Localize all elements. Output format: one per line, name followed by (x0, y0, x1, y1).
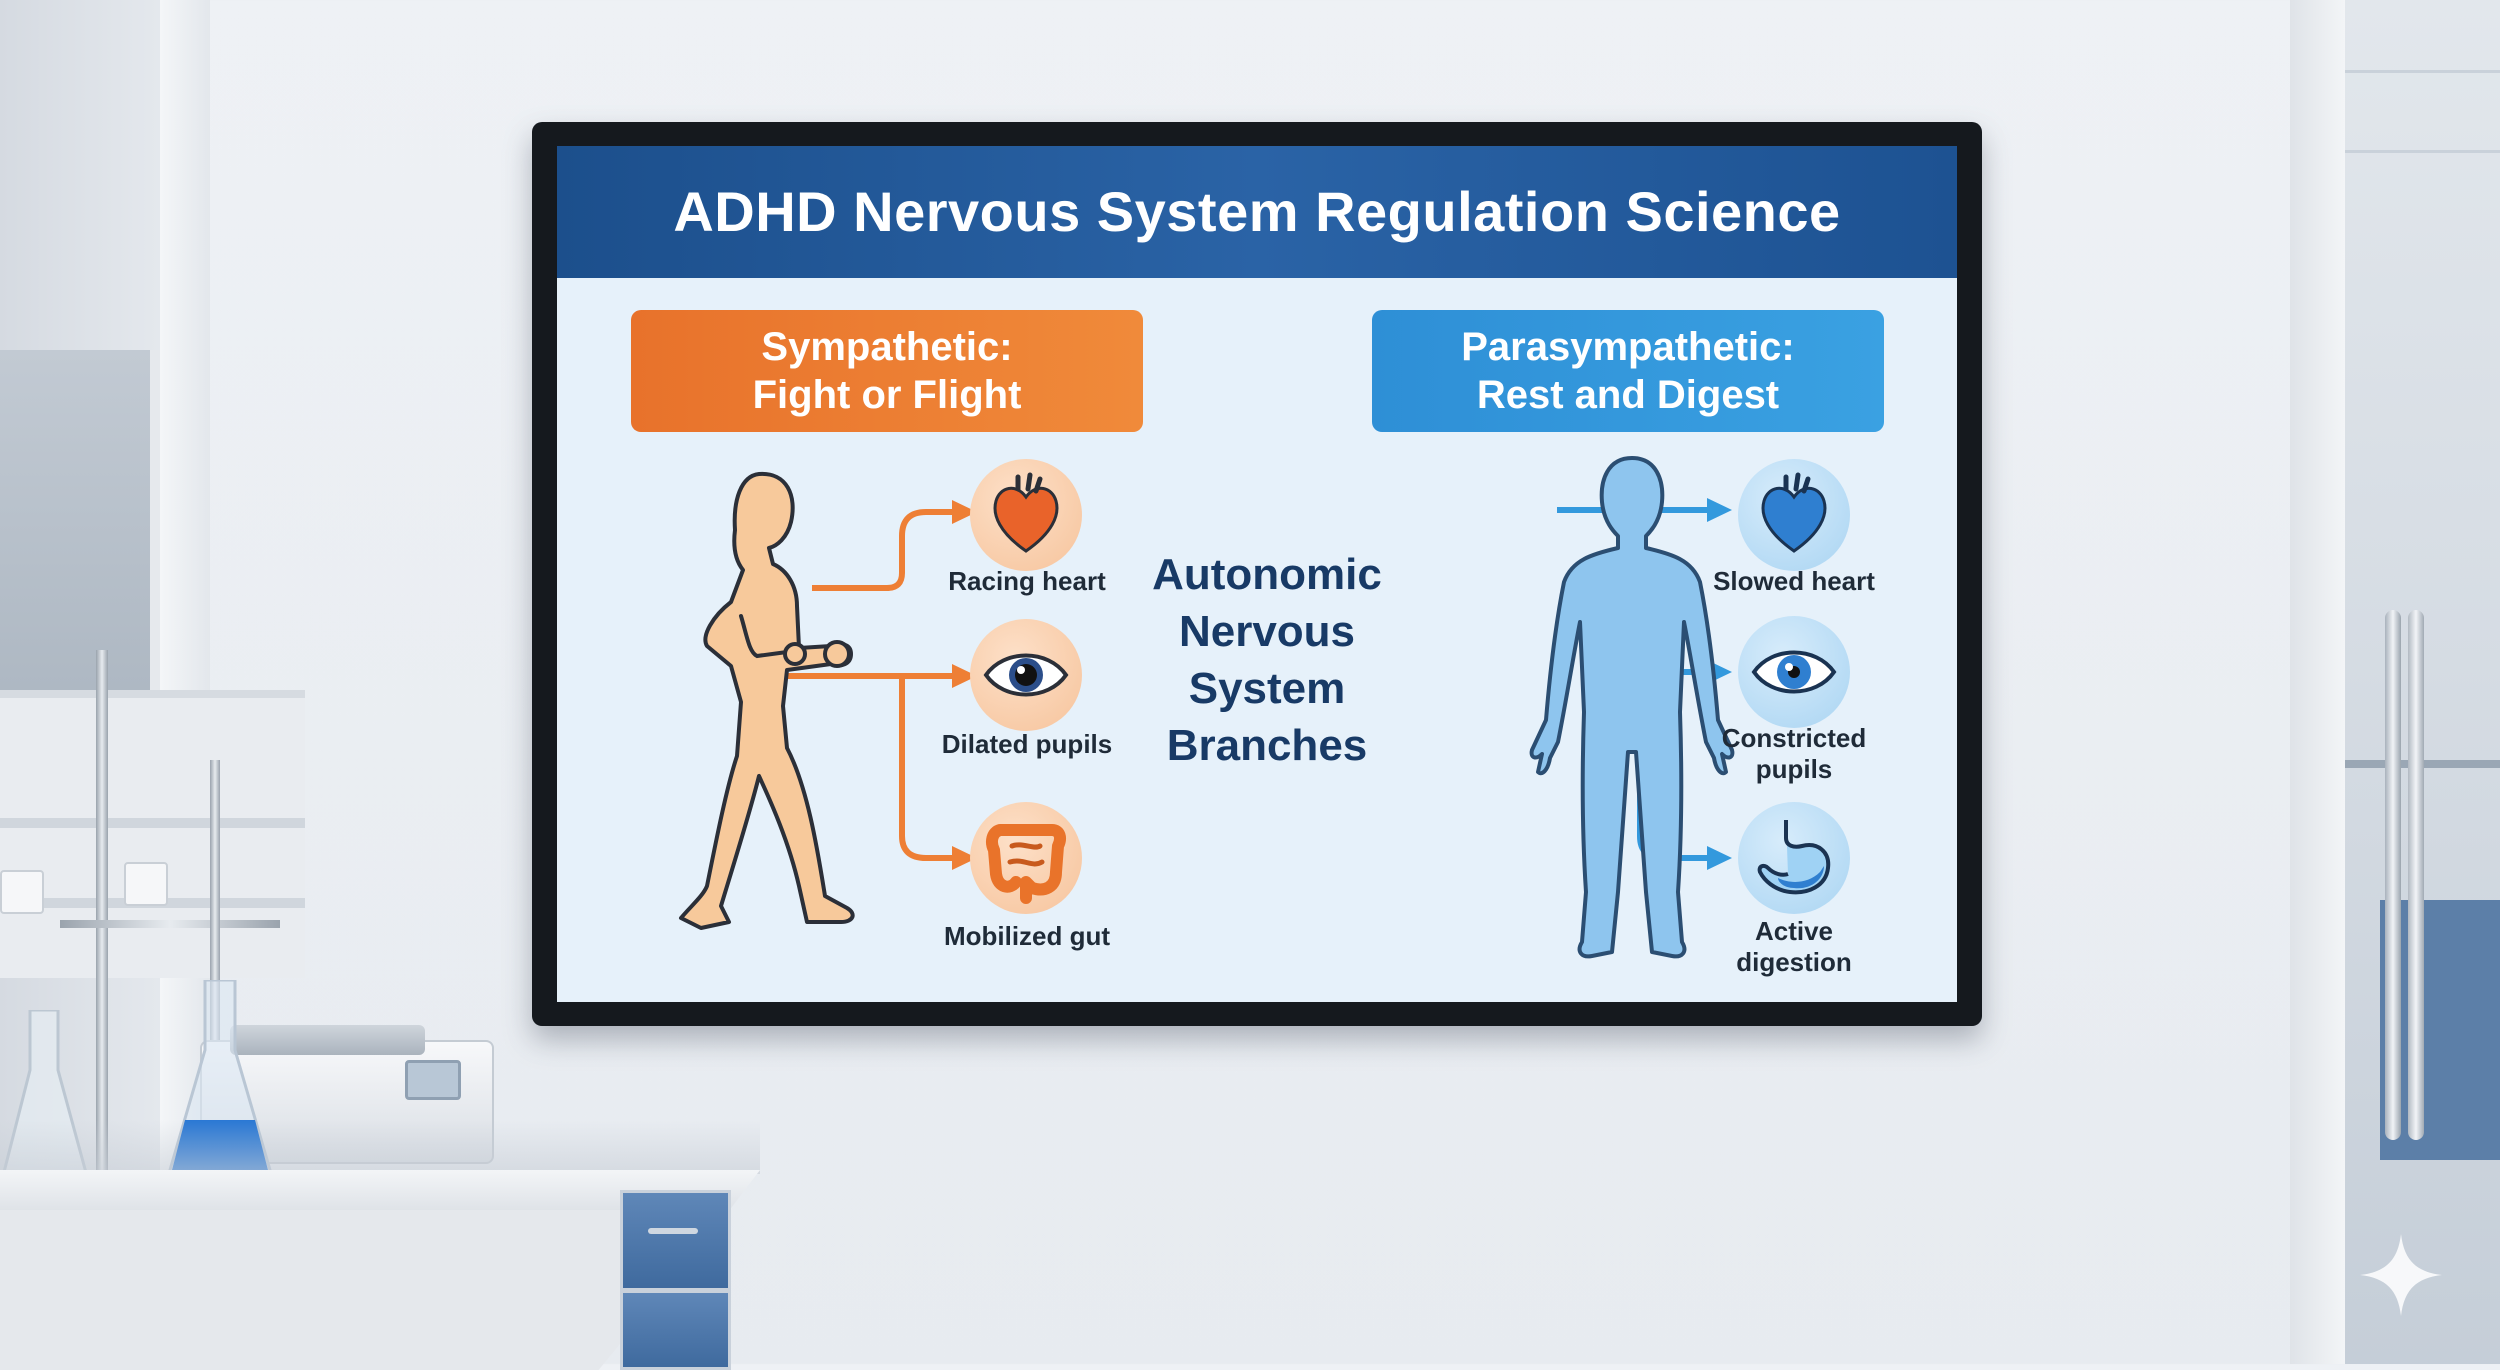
bench-shadow (0, 1120, 760, 1174)
center-label-line: Nervous (1178, 607, 1356, 656)
eye-icon (1751, 650, 1837, 694)
retort-stand-clamp (60, 920, 280, 928)
bench-drawer[interactable] (620, 1190, 731, 1291)
arrow-to-heart (812, 509, 952, 591)
mobilized-gut-caption: Mobilized gut (943, 921, 1111, 951)
sympathetic-header: Sympathetic: Fight or Flight (631, 310, 1143, 432)
tv-screen: ADHD Nervous System Regulation Science S… (557, 146, 1957, 1002)
constricted-pupils-caption: Constricted pupils (1674, 723, 1914, 785)
sympathetic-arrowheads (952, 500, 977, 870)
power-socket (0, 870, 44, 914)
racing-heart-caption: Racing heart (948, 566, 1106, 596)
dilated-pupils-caption: Dilated pupils (941, 729, 1113, 759)
arrowhead (952, 664, 977, 688)
sympathetic-arrows (777, 509, 952, 861)
arrowhead (1707, 846, 1732, 870)
constricted-pupils-circle (1738, 616, 1850, 728)
shelf-board (0, 818, 305, 828)
lab-bench-cabinet (0, 1210, 730, 1370)
scale-plate (230, 1025, 425, 1055)
burette (210, 760, 220, 1060)
retort-stand-rod (96, 650, 108, 1210)
center-label-line: Autonomic (1152, 550, 1382, 599)
sympathetic-human-figure (679, 471, 855, 930)
power-socket (124, 862, 168, 906)
caption-line: Active (1754, 916, 1834, 946)
parasympathetic-header-line1: Parasympathetic: (1461, 325, 1795, 369)
active-digestion-circle (1738, 802, 1850, 914)
heart-icon (1761, 472, 1827, 553)
caption-line: digestion (1736, 947, 1852, 977)
racing-heart-circle (970, 459, 1082, 571)
wall-shelf-unit (0, 690, 305, 978)
caption-line: pupils (1755, 754, 1833, 784)
slowed-heart-circle (1738, 459, 1850, 571)
window (0, 350, 160, 690)
door-handle[interactable] (2385, 610, 2401, 1140)
dilated-pupils-circle (970, 619, 1082, 731)
eye-icon (983, 653, 1069, 697)
arrowhead (1707, 498, 1732, 522)
sympathetic-header-line2: Fight or Flight (752, 373, 1022, 417)
stomach-icon (1757, 820, 1831, 895)
center-label-line: System (1188, 664, 1346, 713)
intestine-icon (986, 824, 1066, 904)
sparkle-icon (2360, 1234, 2442, 1316)
drawer-handle[interactable] (648, 1228, 698, 1234)
arrowhead (952, 500, 977, 524)
ceiling-line (2345, 150, 2500, 153)
parasympathetic-header-line2: Rest and Digest (1476, 373, 1780, 417)
heart-icon (993, 472, 1059, 553)
arrowhead (952, 846, 977, 870)
door-frame (2290, 0, 2345, 1364)
sympathetic-header-line1: Sympathetic: (761, 325, 1013, 369)
active-digestion-caption: Active digestion (1674, 916, 1914, 978)
center-label: Autonomic Nervous System Branches (1127, 546, 1407, 774)
scale-display (405, 1060, 461, 1100)
title-bar: ADHD Nervous System Regulation Science (557, 146, 1957, 278)
ceiling-line (2345, 70, 2500, 73)
door-handle[interactable] (2408, 610, 2424, 1140)
parasympathetic-header: Parasympathetic: Rest and Digest (1372, 310, 1884, 432)
bench-drawer[interactable] (620, 1290, 731, 1370)
slowed-heart-caption: Slowed heart (1713, 566, 1875, 596)
slide-title: ADHD Nervous System Regulation Science (673, 180, 1841, 243)
mobilized-gut-circle (970, 802, 1082, 914)
caption-line: Constricted (1721, 723, 1867, 753)
center-label-line: Branches (1166, 721, 1368, 770)
arrow-to-gut (899, 676, 952, 861)
parasympathetic-human-figure (1529, 456, 1735, 959)
